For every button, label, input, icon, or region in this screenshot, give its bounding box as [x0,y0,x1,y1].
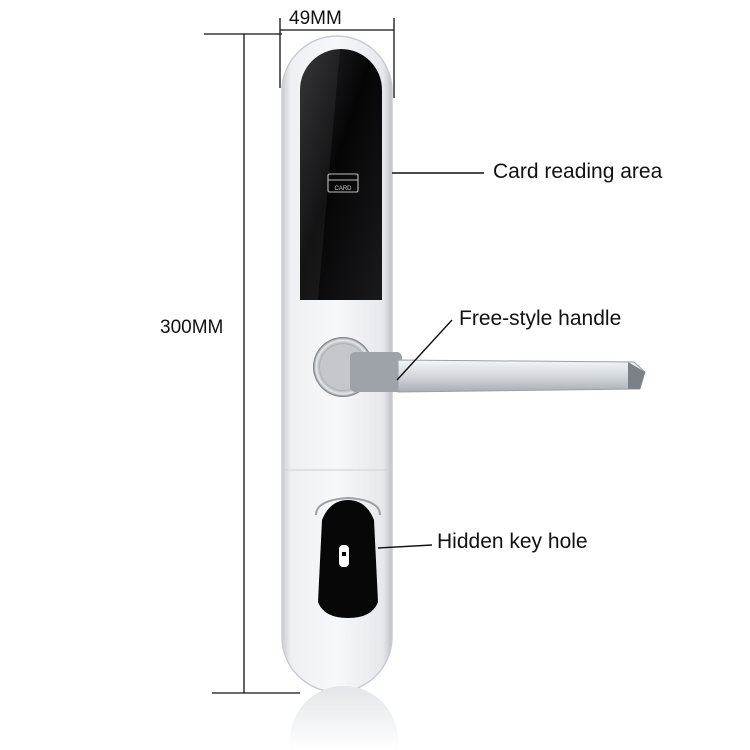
width-label: 49MM [289,8,342,29]
reflection [290,686,398,750]
height-label: 300MM [160,317,224,338]
card-icon-text: CARD [334,186,352,192]
card-icon: CARD [327,173,359,193]
handle [313,337,646,397]
height-dimension [204,33,300,694]
callout-card-reading-area: Card reading area [493,160,663,183]
callout-hidden-key-hole: Hidden key hole [437,530,588,553]
callout-lines [377,172,484,549]
callout-free-style-handle: Free-style handle [459,307,622,330]
key-hole-icon [339,545,349,567]
width-dimension [279,18,395,98]
